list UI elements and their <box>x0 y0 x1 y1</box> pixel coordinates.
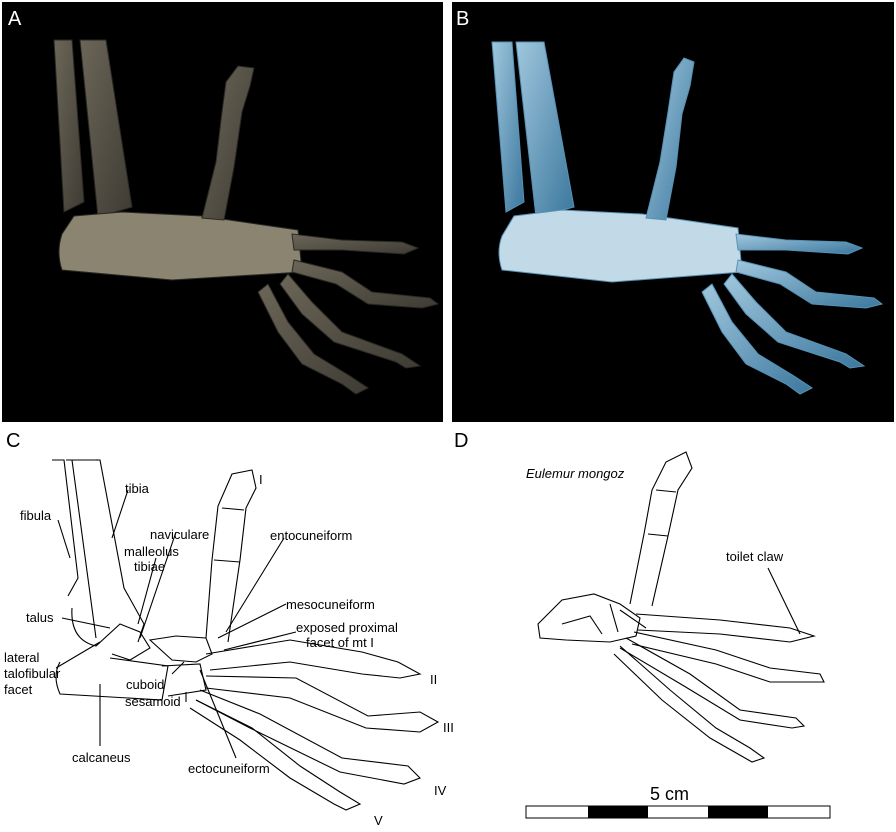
label-naviculare: naviculare <box>150 527 210 542</box>
label-sesamoid: sesamoid <box>125 694 181 709</box>
label-ectocuneiform: ectocuneiform <box>188 761 270 776</box>
species-label: Eulemur mongoz <box>526 466 625 481</box>
label-fibula: fibula <box>20 508 52 523</box>
panel-d-label: D <box>454 430 469 452</box>
label-calcaneus: calcaneus <box>72 750 131 765</box>
label-cuboid: cuboid <box>126 677 165 692</box>
panel-a-photo: A <box>2 2 443 422</box>
label-lateral-line1: lateral <box>4 650 40 665</box>
label-malleolus-line1: malleolus <box>124 544 179 559</box>
scale-bar-graphic <box>525 805 831 819</box>
label-entocuneiform: entocuneiform <box>270 528 353 543</box>
scale-bar-label: 5 cm <box>650 784 690 804</box>
panel-c-drawing: C tibia fibula naviculare entocuneiform … <box>0 428 470 832</box>
panel-b-label: B <box>456 8 470 30</box>
label-tibia: tibia <box>125 481 149 496</box>
panel-a-label: A <box>8 8 22 30</box>
label-malleolus-line2: tibiae <box>134 559 166 574</box>
panel-b-xray: B <box>452 2 894 422</box>
foot-line-drawing <box>52 459 440 811</box>
label-toilet-claw: toilet claw <box>726 549 784 564</box>
label-mesocuneiform: mesocuneiform <box>286 597 375 612</box>
photo-specimen <box>53 39 440 395</box>
panel-d-drawing: D Eulemur mongoz toilet claw 5 cm <box>454 428 896 832</box>
label-exposed-line2: facet of mt I <box>306 635 374 650</box>
label-digit-3: III <box>443 720 454 735</box>
label-digit-4: IV <box>434 783 447 798</box>
label-digit-1: I <box>259 472 263 487</box>
label-lateral-line2: talofibular <box>4 666 61 681</box>
panel-c-label: C <box>6 430 21 452</box>
label-talus: talus <box>26 610 54 625</box>
label-lateral-line3: facet <box>4 682 33 697</box>
label-digit-2: II <box>430 672 438 687</box>
label-digit-5: V <box>374 813 383 828</box>
eulemur-line-drawing <box>525 451 831 819</box>
xray-specimen <box>491 41 884 395</box>
label-exposed-line1: exposed proximal <box>296 620 398 635</box>
